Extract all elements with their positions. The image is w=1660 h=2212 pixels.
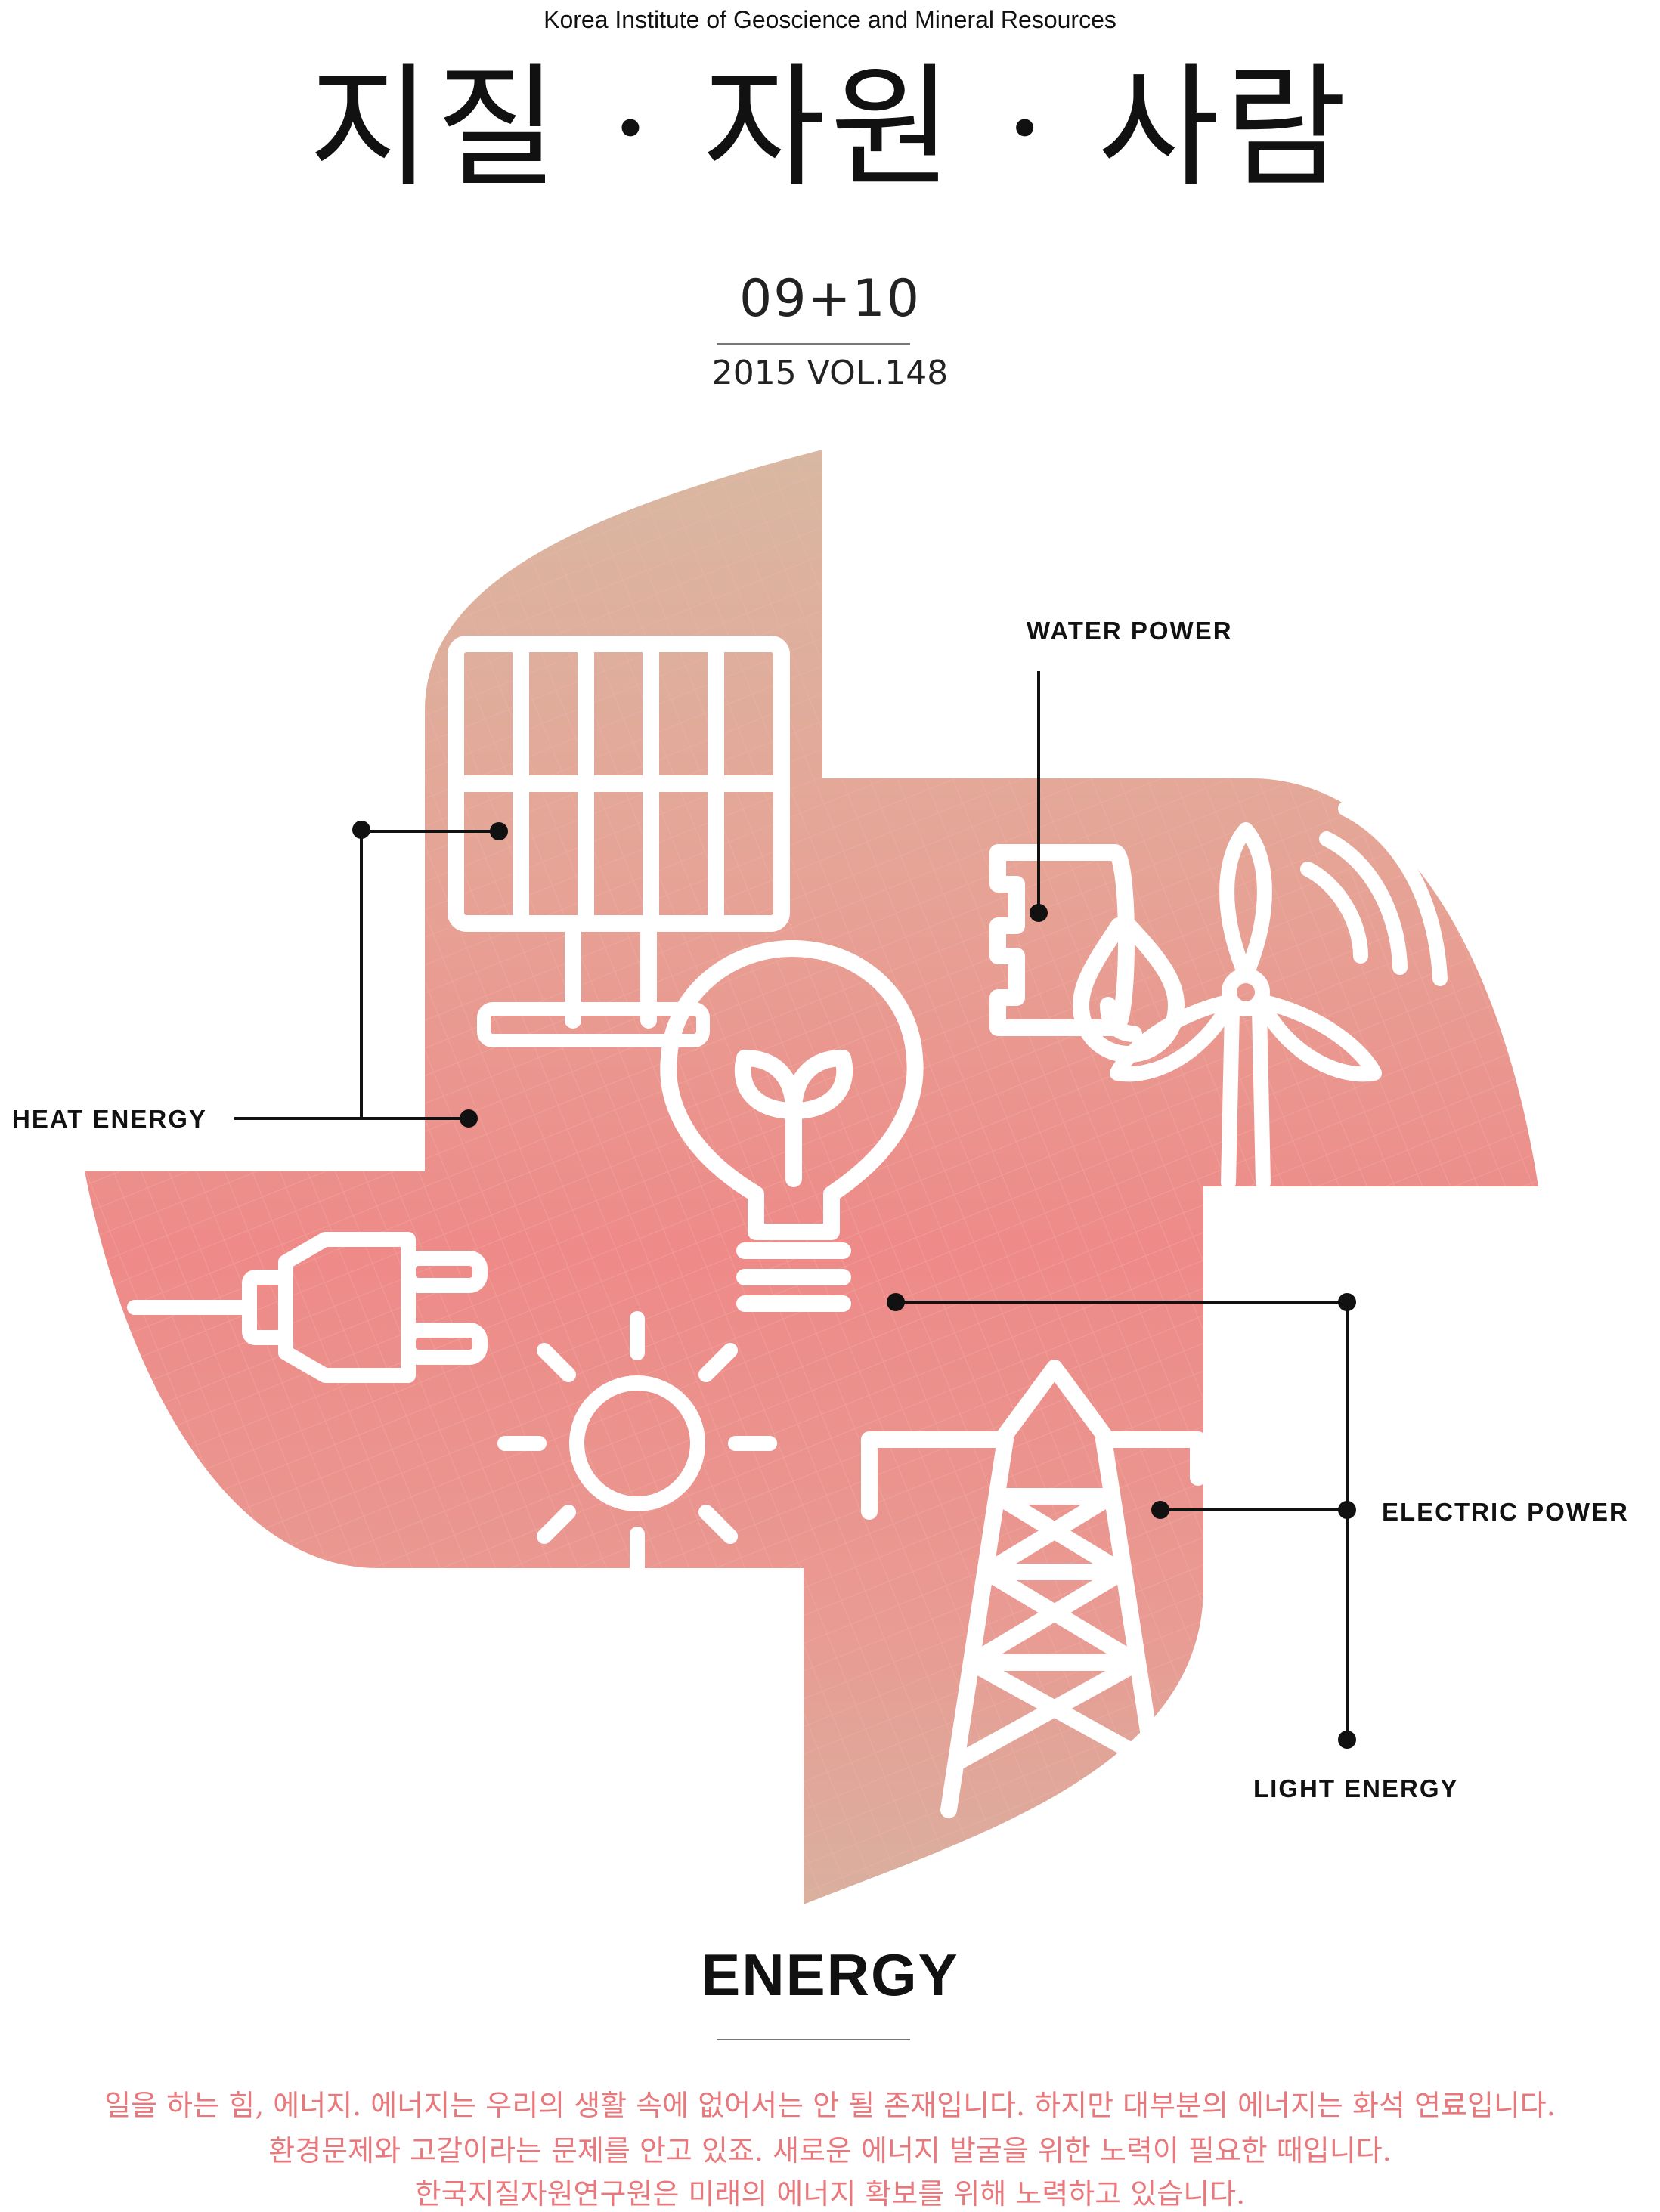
plug-icon bbox=[127, 1232, 488, 1383]
solar-panel-icon bbox=[448, 636, 790, 1047]
description-line-3: 한국지질자원연구원은 미래의 에너지 확보를 위해 노력하고 있습니다. bbox=[414, 2177, 1246, 2210]
label-water-power: WATER POWER bbox=[1027, 617, 1233, 645]
headline-divider bbox=[717, 2039, 910, 2040]
pinwheel-shape bbox=[85, 450, 1538, 1904]
magazine-title: 지질 · 자원 · 사람 bbox=[308, 51, 1352, 206]
institute-name: Korea Institute of Geoscience and Minera… bbox=[544, 6, 1116, 33]
volume-label: 2015 VOL.148 bbox=[711, 354, 949, 392]
label-heat-energy: HEAT ENERGY bbox=[12, 1105, 207, 1133]
issue-number: 09+10 bbox=[739, 269, 921, 329]
label-electric-power: ELECTRIC POWER bbox=[1382, 1498, 1629, 1526]
sun-icon bbox=[497, 1311, 777, 1576]
label-light-energy: LIGHT ENERGY bbox=[1253, 1774, 1459, 1802]
light-bulb-icon bbox=[660, 940, 924, 1312]
description-line-1: 일을 하는 힘, 에너지. 에너지는 우리의 생활 속에 없어서는 안 될 존재… bbox=[104, 2089, 1556, 2122]
description-line-2: 환경문제와 고갈이라는 문제를 안고 있죠. 새로운 에너지 발굴을 위한 노력… bbox=[268, 2134, 1392, 2167]
headline-energy: ENERGY bbox=[701, 1941, 959, 2008]
leader-dots bbox=[352, 821, 1356, 1749]
wind-turbine-icon bbox=[1110, 801, 1448, 1190]
power-tower-icon bbox=[861, 1360, 1206, 1818]
issue-divider bbox=[717, 343, 910, 345]
